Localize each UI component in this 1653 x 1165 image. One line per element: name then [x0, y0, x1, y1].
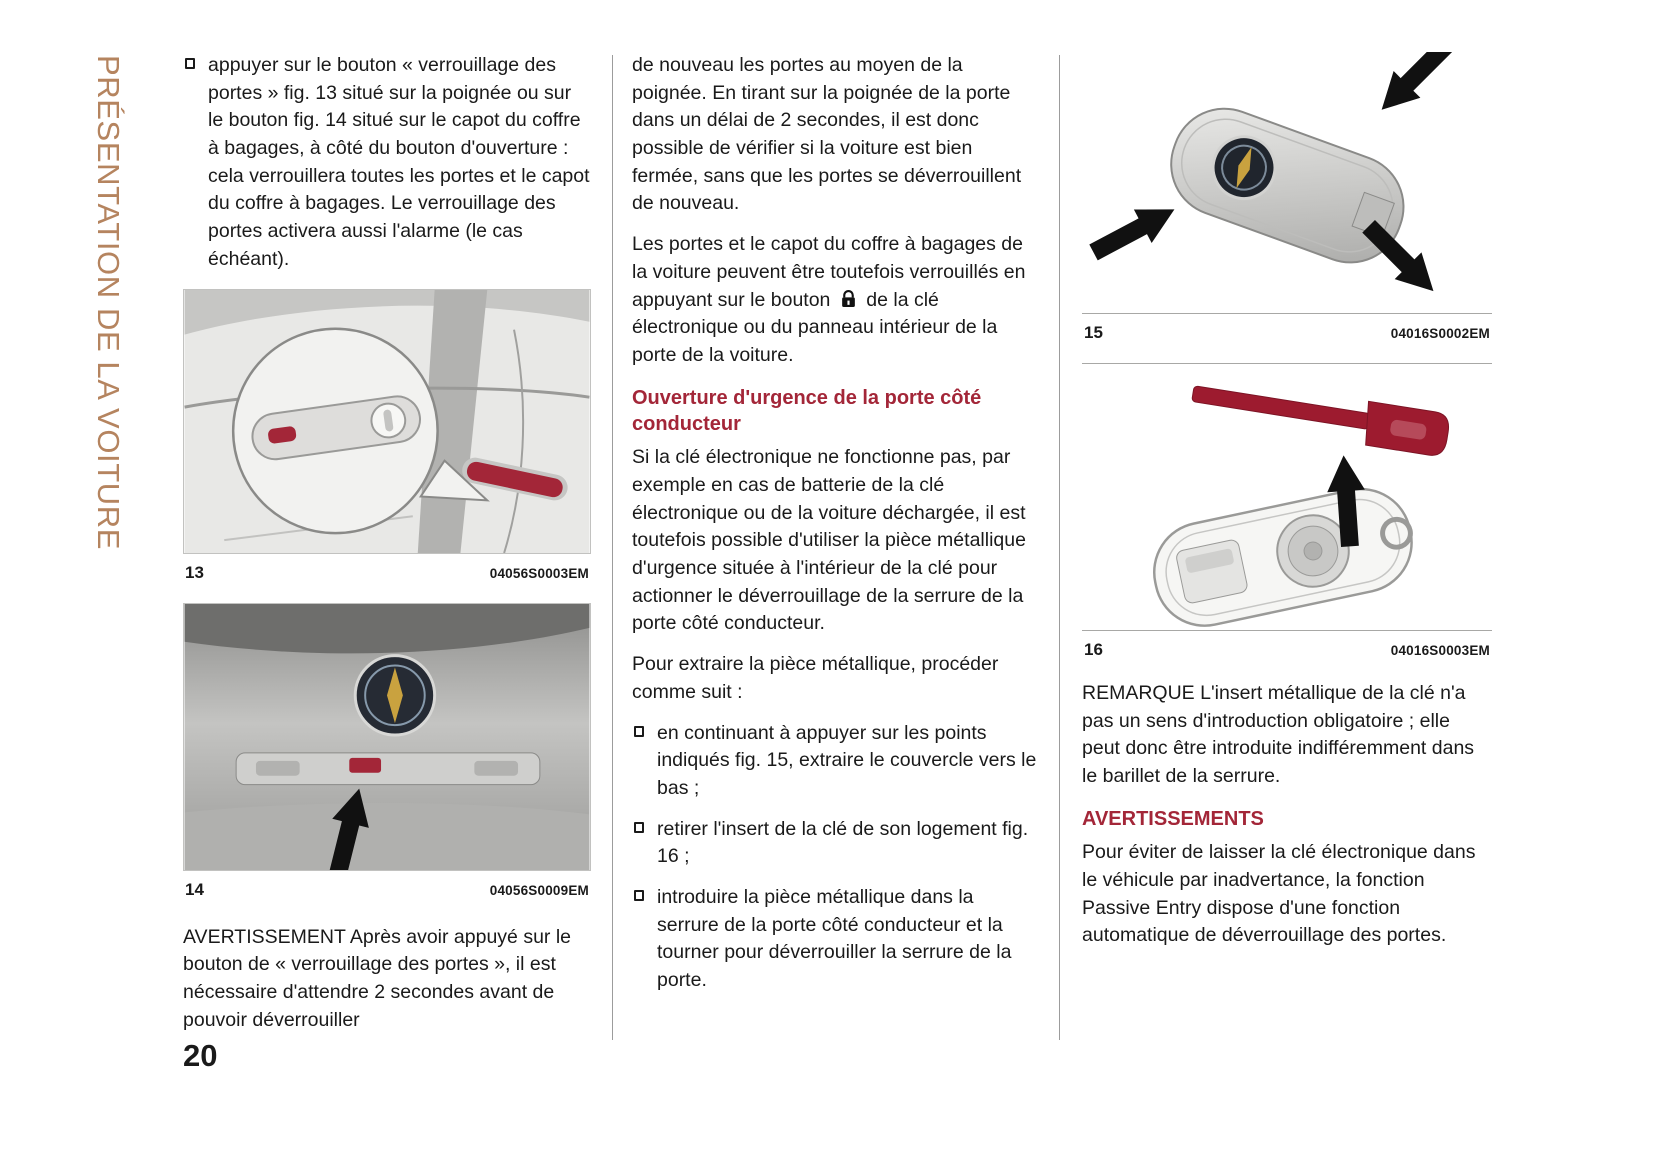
lock-icon: [841, 289, 855, 307]
column-1: appuyer sur le bouton « verrouillage des…: [183, 52, 591, 1047]
paragraph-extract-intro: Pour extraire la pièce métallique, procé…: [632, 653, 999, 703]
figure-16: 16 04016S0003EM: [1082, 363, 1492, 660]
figure-code: 04056S0009EM: [489, 882, 589, 898]
figure-code: 04016S0002EM: [1390, 326, 1490, 341]
figure-14: 14 04056S0009EM: [183, 602, 591, 900]
column-divider-2: [1059, 55, 1060, 1040]
section-sidebar-title: PRÉSENTATION DE LA VOITURE: [91, 55, 126, 551]
page-number: 20: [183, 1038, 218, 1073]
bullet-text: en continuant à appuyer sur les points i…: [657, 721, 1037, 799]
figure-16-key-insert-illustration: [1082, 363, 1492, 631]
section-heading-emergency-opening: Ouverture d'urgence de la porte côté con…: [632, 386, 982, 435]
paragraph-lock-button: appuyer sur le bouton « verrouillage des…: [183, 52, 591, 274]
figure-code: 04016S0003EM: [1390, 643, 1490, 658]
column-3: 15 04016S0002EM: [1082, 52, 1492, 963]
column-2: de nouveau les portes au moyen de la poi…: [632, 52, 1038, 1008]
paragraph-continuation: de nouveau les portes au moyen de la poi…: [632, 54, 1022, 215]
figure-number: 16: [1084, 640, 1103, 659]
paragraph-lock-key: Les portes et le capot du coffre à bagag…: [632, 231, 1038, 369]
bullet-text: introduire la pièce métallique dans la s…: [657, 885, 1012, 992]
figure-14-trunk-illustration: [183, 602, 591, 871]
figure-number: 13: [185, 562, 204, 582]
bullet-extract-cover: en continuant à appuyer sur les points i…: [632, 720, 1038, 803]
figure-13: 13 04056S0003EM: [183, 288, 591, 583]
bullet-text: retirer l'insert de la clé de son logeme…: [657, 817, 1029, 868]
figure-13-caption: 13 04056S0003EM: [183, 554, 591, 583]
bullet-insert-metal-piece: introduire la pièce métallique dans la s…: [632, 884, 1038, 995]
figure-16-caption: 16 04016S0003EM: [1082, 631, 1492, 660]
figure-15-caption: 15 04016S0002EM: [1082, 314, 1492, 343]
paragraph-text: appuyer sur le bouton « verrouillage des…: [208, 54, 590, 270]
section-heading-warnings: AVERTISSEMENTS: [1082, 807, 1264, 830]
remark-paragraph: REMARQUE L'insert métallique de la clé n…: [1082, 682, 1475, 788]
square-bullet-icon: [185, 58, 195, 69]
figure-15-key-fob-illustration: [1082, 52, 1492, 314]
figure-number: 14: [185, 879, 204, 899]
figure-code: 04056S0003EM: [489, 565, 589, 581]
bullet-remove-insert: retirer l'insert de la clé de son logeme…: [632, 816, 1038, 871]
square-bullet-icon: [634, 889, 644, 901]
square-bullet-icon: [634, 821, 644, 833]
figure-15: 15 04016S0002EM: [1082, 52, 1492, 343]
square-bullet-icon: [634, 725, 644, 737]
paragraph-text-after-lock: de la clé électronique ou du panneau int…: [632, 288, 998, 366]
warning-paragraph: AVERTISSEMENT Après avoir appuyé sur le …: [183, 925, 572, 1031]
paragraph-emergency-key: Si la clé électronique ne fonctionne pas…: [632, 446, 1026, 635]
figure-number: 15: [1084, 323, 1103, 342]
paragraph-passive-entry: Pour éviter de laisser la clé électroniq…: [1082, 841, 1476, 947]
figure-14-caption: 14 04056S0009EM: [183, 871, 591, 900]
column-divider-1: [612, 55, 613, 1040]
figure-13-door-handle-illustration: [183, 288, 591, 554]
paragraph-text-before-lock: Les portes et le capot du coffre à bagag…: [632, 233, 1026, 311]
